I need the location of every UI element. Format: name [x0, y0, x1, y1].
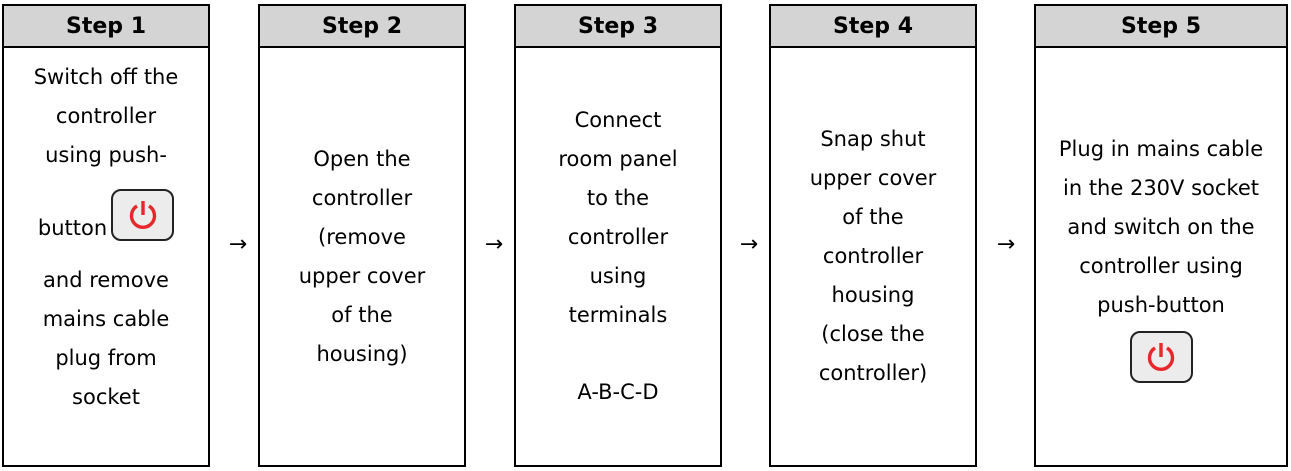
step-4-line: controller — [822, 244, 924, 268]
arrow-icon: → — [996, 232, 1016, 257]
step-5-title: Step 5 — [1036, 6, 1286, 48]
step-3-title: Step 3 — [516, 6, 720, 48]
step-4-line: upper cover — [809, 166, 937, 190]
step-4-line: of the — [842, 205, 904, 229]
step-1-title: Step 1 — [4, 6, 208, 48]
step-3-line: room panel — [558, 147, 678, 171]
step-3-body: Connect room panel to the controller usi… — [516, 48, 720, 465]
step-4-title: Step 4 — [771, 6, 975, 48]
step-5-line: and switch on the — [1067, 215, 1255, 239]
step-3-box: Step 3 Connect room panel to the control… — [514, 4, 722, 467]
power-button-icon — [111, 189, 175, 241]
step-5-body: Plug in mains cable in the 230V socket a… — [1036, 48, 1286, 465]
step-4-box: Step 4 Snap shut upper cover of the cont… — [769, 4, 977, 467]
step-1-line: plug from — [55, 346, 157, 370]
step-2-line: housing) — [316, 341, 408, 366]
step-2-box: Step 2 Open the controller (remove upper… — [258, 4, 466, 467]
step-2-line: Open the — [313, 146, 411, 171]
arrow-icon: → — [228, 232, 248, 257]
step-5-line: Plug in mains cable — [1058, 137, 1264, 161]
power-icon — [129, 201, 156, 229]
step-1-line: mains cable — [42, 307, 170, 331]
step-5-line: controller using — [1079, 254, 1243, 278]
step-5-line: in the 230V socket — [1063, 176, 1259, 200]
arrow-icon: → — [739, 232, 759, 257]
step-1-line: using push- — [45, 143, 167, 167]
step-3-line: Connect — [574, 108, 662, 132]
step-3-line: controller — [567, 225, 669, 249]
step-1-box: Step 1 Switch off the controller using p… — [2, 4, 210, 467]
step-2-body: Open the controller (remove upper cover … — [260, 48, 464, 465]
step-2-line: controller — [311, 185, 413, 210]
step-2-line: upper cover — [298, 263, 426, 288]
step-1-line: and remove — [43, 268, 169, 292]
step-4-line: (close the — [821, 322, 925, 346]
step-3-line: to the — [586, 186, 650, 210]
step-3-terminals: A-B-C-D — [577, 380, 659, 404]
step-5-box: Step 5 Plug in mains cable in the 230V s… — [1034, 4, 1288, 467]
step-1-button-word: button — [37, 216, 108, 240]
arrow-icon: → — [484, 232, 504, 257]
step-1-line: controller — [55, 104, 157, 128]
step-4-line: housing — [831, 283, 915, 307]
step-4-body: Snap shut upper cover of the controller … — [771, 48, 975, 465]
step-2-title: Step 2 — [260, 6, 464, 48]
step-5-line: push-button — [1097, 293, 1225, 317]
power-button-icon — [1129, 331, 1193, 383]
step-4-line: controller) — [818, 361, 928, 385]
step-1-body: Switch off the controller using push- bu… — [4, 48, 208, 465]
step-3-line: terminals — [568, 303, 668, 327]
step-4-line: Snap shut — [820, 127, 926, 151]
step-1-button-line: button — [37, 189, 175, 241]
power-icon — [1147, 343, 1175, 371]
step-2-line: (remove — [318, 224, 406, 249]
step-3-line: using — [589, 264, 647, 288]
step-1-line: Switch off the — [33, 65, 179, 89]
step-1-line: socket — [72, 385, 140, 409]
step-2-line: of the — [331, 302, 393, 327]
